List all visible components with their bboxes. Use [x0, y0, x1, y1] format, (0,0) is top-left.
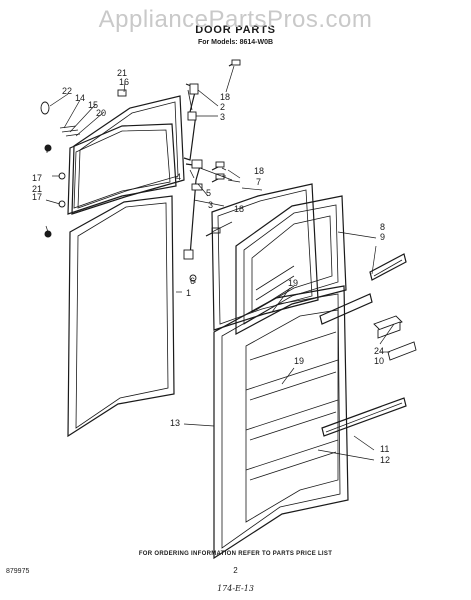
site-watermark: AppliancePartsPros.com — [98, 6, 373, 33]
callout-1: 1 — [186, 288, 191, 298]
callout-15: 15 — [88, 100, 98, 110]
freezer-shelf-bar — [369, 253, 407, 281]
callout-19-upper: 19 — [288, 278, 298, 288]
callout-16: 16 — [119, 77, 129, 87]
lower-hinge-pin — [183, 249, 197, 282]
callout-20: 20 — [96, 108, 106, 118]
fresh-food-door-outer — [67, 195, 175, 438]
handwritten-code: 174-E-13 — [217, 584, 254, 593]
callout-2: 2 — [220, 102, 225, 112]
callout-4: 4 — [176, 172, 181, 182]
callout-17-lower: 17 — [32, 192, 42, 202]
callout-18-middle: 18 — [254, 166, 264, 176]
callout-7: 7 — [256, 177, 261, 187]
ordering-note: FOR ORDERING INFORMATION REFER TO PARTS … — [138, 551, 333, 557]
page-number: 2 — [233, 566, 238, 575]
freezer-fasteners — [40, 89, 127, 238]
callout-6: 6 — [190, 276, 195, 286]
callout-21-left: 21 — [32, 184, 42, 194]
door-shelf-bar-lower — [321, 397, 407, 437]
callout-8: 8 — [380, 222, 385, 232]
model-numbers: For Models: 8614-W0B — [197, 39, 274, 46]
callout-17-upper: 17 — [32, 173, 42, 183]
liner-shelf-bar — [319, 293, 373, 325]
callout-21-top: 21 — [117, 68, 127, 78]
callout-24: 24 — [374, 346, 384, 356]
callout-5: 5 — [206, 188, 211, 198]
callout-14: 14 — [75, 93, 85, 103]
callout-labels: 21 16 22 14 15 20 17 21 17 18 2 3 4 18 7… — [32, 68, 390, 465]
door-rail-10 — [387, 341, 417, 361]
middle-hinge — [184, 159, 203, 257]
callout-18-lower: 18 — [234, 204, 244, 214]
callout-19-lower: 19 — [294, 356, 304, 366]
dairy-compartment — [373, 315, 403, 339]
freezer-door-outer — [67, 123, 177, 215]
diagram-title: DOOR PARTS — [195, 24, 276, 36]
fresh-food-door-liner — [213, 285, 349, 560]
callout-22: 22 — [62, 86, 72, 96]
reference-code: 879975 — [6, 568, 30, 575]
callout-10: 10 — [374, 356, 384, 366]
callout-13: 13 — [170, 418, 180, 428]
callout-3-upper: 3 — [220, 112, 225, 122]
callout-9: 9 — [380, 232, 385, 242]
freezer-door-gasket — [71, 95, 185, 215]
callout-11: 11 — [380, 444, 389, 454]
callout-18-top: 18 — [220, 92, 230, 102]
upper-hinge — [183, 83, 199, 161]
freezer-door-liner — [235, 195, 347, 336]
leader-lines — [45, 65, 395, 461]
fresh-food-gasket — [211, 183, 319, 331]
callout-12: 12 — [380, 455, 390, 465]
callout-3-lower: 3 — [208, 200, 213, 210]
